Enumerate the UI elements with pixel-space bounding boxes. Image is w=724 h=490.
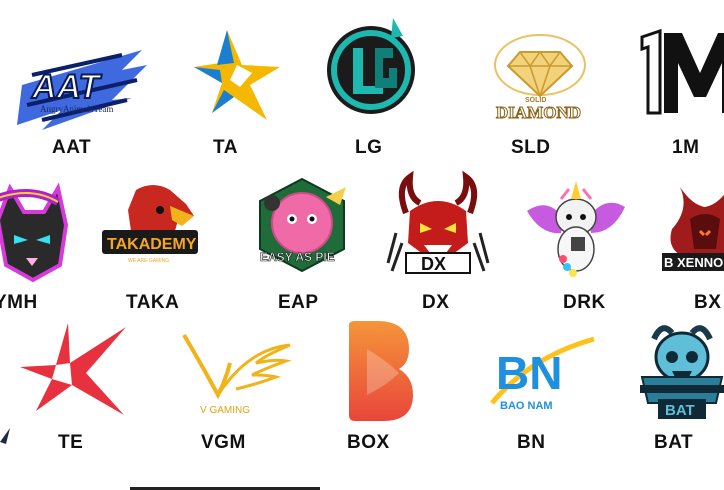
team-1m[interactable]: 1M <box>632 0 724 160</box>
vgm-wing-logo: V GAMING <box>182 333 292 416</box>
team-label-vgm: VGM <box>201 432 246 453</box>
team-label-bx: BX <box>694 292 722 313</box>
sld-logo-text: DIAMOND <box>496 103 581 122</box>
team-label-taka: TAKA <box>126 292 180 313</box>
team-label-box: BOX <box>347 432 390 453</box>
team-label-dx: DX <box>422 292 450 313</box>
team-ymh[interactable]: YMH <box>0 165 90 315</box>
team-label-lg: LG <box>355 137 383 158</box>
te-star-logo <box>20 323 126 415</box>
team-te[interactable]: TE <box>10 315 140 465</box>
team-label-sld: SLD <box>511 137 551 158</box>
team-bat[interactable]: BAT BAT <box>620 315 724 465</box>
taka-logo-subtext: WE ARE GAMING <box>128 258 169 264</box>
dx-demon-logo: DX <box>386 170 490 274</box>
team-label-ymh: YMH <box>0 292 38 313</box>
bn-logo-text: BN <box>496 347 562 399</box>
aat-logo-subtext: AngryAnimalsTeam <box>40 104 113 114</box>
team-vgm[interactable]: V GAMING VGM <box>168 315 298 465</box>
team-label-bn: BN <box>517 432 546 453</box>
team-ta[interactable]: TA <box>170 0 290 160</box>
team-edge-mark <box>0 420 14 450</box>
vgm-logo-text: V GAMING <box>200 405 250 416</box>
bx-logo: B XENNOR <box>662 187 724 271</box>
team-bn[interactable]: BN BAO NAM BN <box>480 315 600 465</box>
ta-star-logo <box>194 30 280 120</box>
ymh-cat-logo <box>0 182 69 283</box>
1m-logo <box>640 28 724 115</box>
bn-logo-subtext: BAO NAM <box>500 400 553 412</box>
team-label-aat: AAT <box>52 137 92 158</box>
team-taka[interactable]: TAKADEMY WE ARE GAMING TAKA <box>90 165 220 315</box>
bottom-divider <box>130 487 320 490</box>
team-label-ta: TA <box>213 137 238 158</box>
team-sld[interactable]: SOLID DIAMOND SLD <box>470 0 600 160</box>
dx-logo-text: DX <box>421 254 446 274</box>
team-eap[interactable]: EASY AS PIE EAP <box>240 165 370 315</box>
bat-logo-text: BAT <box>665 402 695 419</box>
team-label-bat: BAT <box>654 432 694 453</box>
team-aat[interactable]: AAT AngryAnimalsTeam AAT <box>0 0 150 160</box>
bat-skull-logo: BAT <box>640 325 724 419</box>
team-label-eap: EAP <box>278 292 319 313</box>
drk-unicorn-logo <box>527 181 625 277</box>
aat-logo: AAT AngryAnimalsTeam <box>17 50 147 130</box>
bx-logo-text: B XENNOR <box>664 255 724 270</box>
team-lg[interactable]: LG <box>315 0 425 160</box>
team-label-drk: DRK <box>563 292 606 313</box>
team-label-te: TE <box>58 432 84 453</box>
partial-logo-edge <box>0 428 10 444</box>
bn-logo: BN BAO NAM <box>490 336 595 412</box>
eap-donut-logo: EASY AS PIE <box>259 177 346 273</box>
aat-logo-text: AAT <box>31 68 103 106</box>
taka-logo-text: TAKADEMY <box>107 236 197 253</box>
taka-eagle-logo: TAKADEMY WE ARE GAMING <box>102 185 198 264</box>
team-dx[interactable]: DX DX <box>380 165 500 315</box>
team-box[interactable]: BOX <box>325 315 435 465</box>
lg-logo <box>327 18 415 114</box>
sld-logo-subtext: SOLID <box>525 97 546 104</box>
sld-diamond-logo: SOLID DIAMOND <box>494 34 586 123</box>
team-bx[interactable]: B XENNOR BX <box>650 165 724 315</box>
eap-logo-text: EASY AS PIE <box>260 250 335 264</box>
team-label-1m: 1M <box>672 137 700 158</box>
team-drk[interactable]: DRK <box>515 165 640 315</box>
box-logo <box>349 321 413 421</box>
